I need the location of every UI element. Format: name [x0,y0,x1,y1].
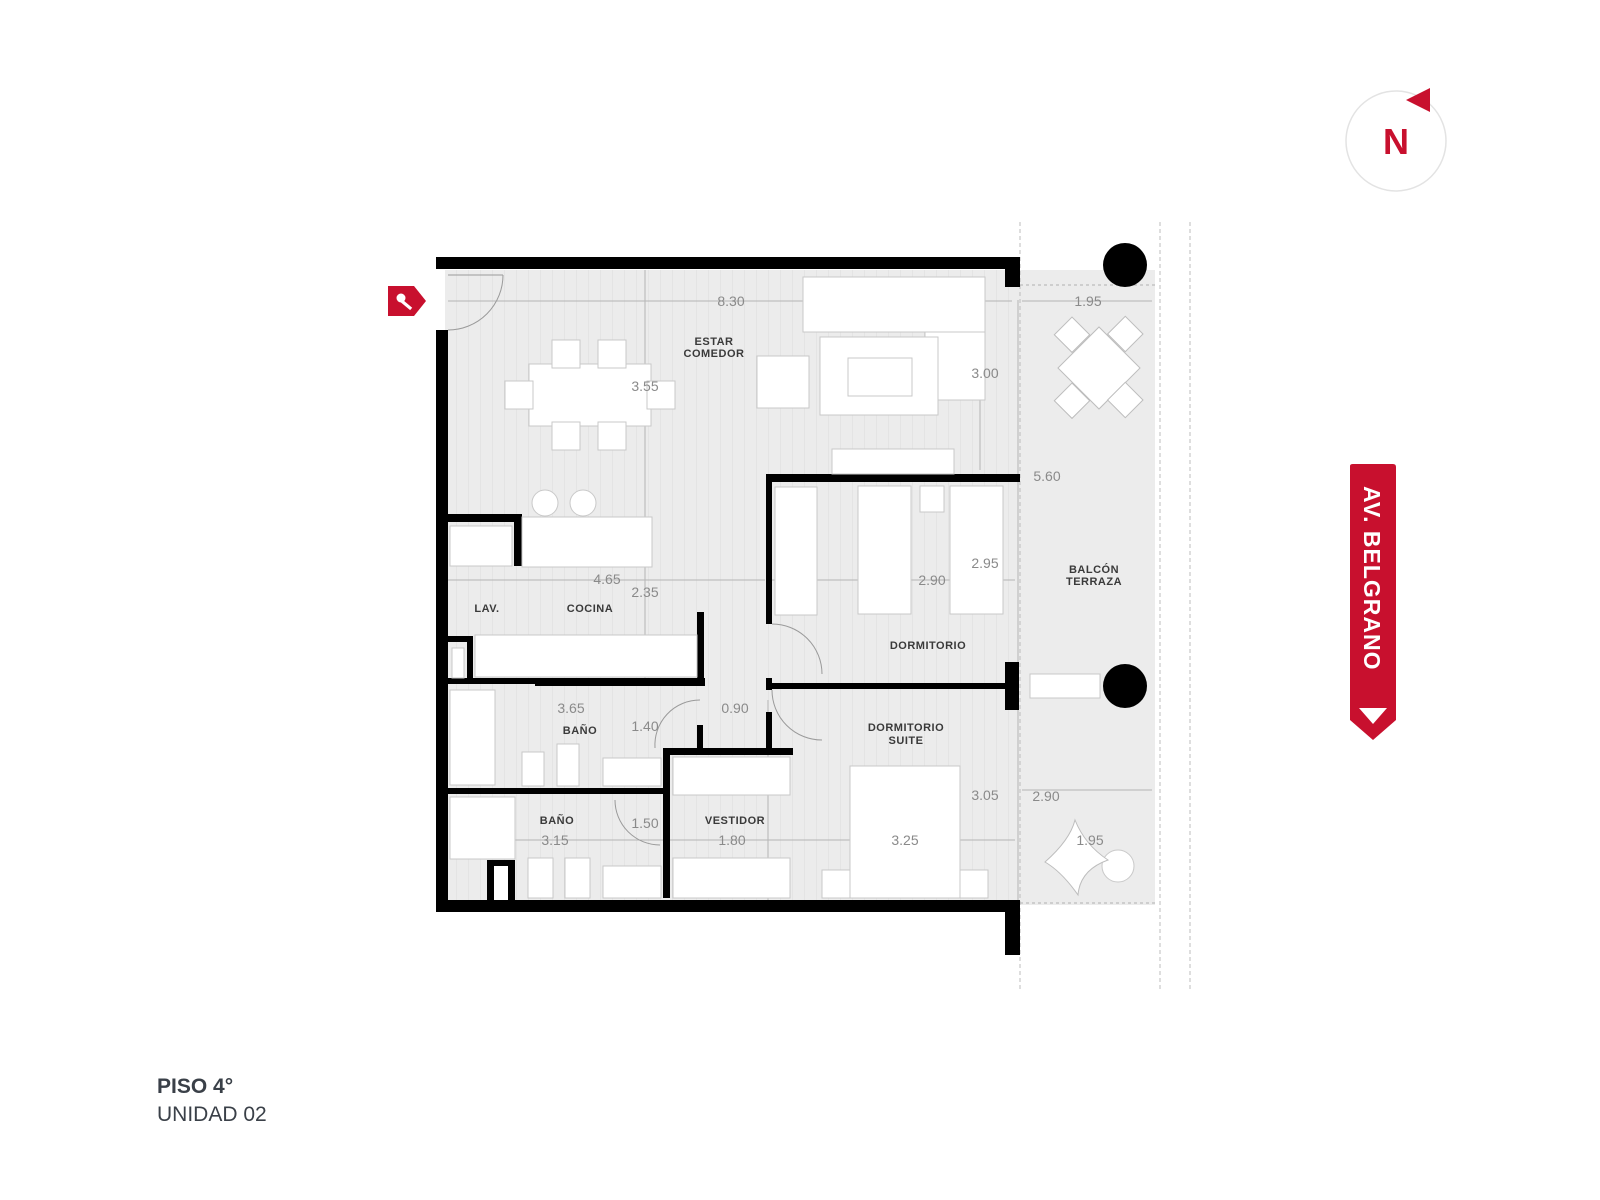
dimension-label: 3.15 [541,832,568,848]
room-label-bano: BAÑO [540,814,574,827]
dimension-label: 3.55 [631,378,658,394]
dimension-label: 1.95 [1076,832,1103,848]
dimension-label: 0.90 [721,700,748,716]
key-icon [396,293,413,311]
room-label-dormitorio: DORMITORIO [890,640,966,652]
dimension-label: 2.90 [1032,788,1059,804]
entrance-marker [388,286,426,316]
room-label-suite: SUITE [889,735,924,747]
room-label-bano: BAÑO [563,724,597,737]
dimension-label: 3.05 [971,787,998,803]
dimension-label: 2.90 [918,572,945,588]
street-label: AV. BELGRANO [1359,486,1385,671]
dimension-label: 1.40 [631,718,658,734]
room-label-cocina: COCINA [567,603,613,615]
dimension-label: 5.60 [1033,468,1060,484]
room-label-terraza: TERRAZA [1066,576,1122,588]
room-label-comedor: COMEDOR [684,348,745,360]
dimension-label: 2.35 [631,584,658,600]
room-label-estar: ESTAR [695,336,734,348]
dimension-label: 4.65 [593,571,620,587]
unit-label: UNIDAD 02 [157,1103,267,1126]
furniture [449,276,1135,899]
balcony-table [1053,315,1144,420]
dimension-label: 1.80 [718,832,745,848]
column [1103,664,1147,708]
lounge-chair [1044,818,1110,897]
dimension-label: 1.50 [631,815,658,831]
room-label-dormitorio-suite: DORMITORIO [868,722,944,734]
column [1103,243,1147,287]
dimension-label: 3.00 [971,365,998,381]
dimension-label: 8.30 [717,293,744,309]
door-swings [447,274,823,846]
room-label-vestidor: VESTIDOR [705,815,765,827]
street-banner: AV. BELGRANO [1350,464,1396,740]
dimension-label: 1.95 [1074,293,1101,309]
north-compass-icon: N [1345,88,1447,192]
dimension-label: 2.95 [971,555,998,571]
unit-info: PISO 4° UNIDAD 02 [157,1073,267,1129]
dimension-label: 3.25 [891,832,918,848]
dimension-label: 3.65 [557,700,584,716]
north-label: N [1383,121,1409,162]
room-label-balcon: BALCÓN [1069,563,1119,576]
walls [436,257,1020,955]
floor-label: PISO 4° [157,1075,234,1098]
room-label-lav: LAV. [474,603,499,615]
